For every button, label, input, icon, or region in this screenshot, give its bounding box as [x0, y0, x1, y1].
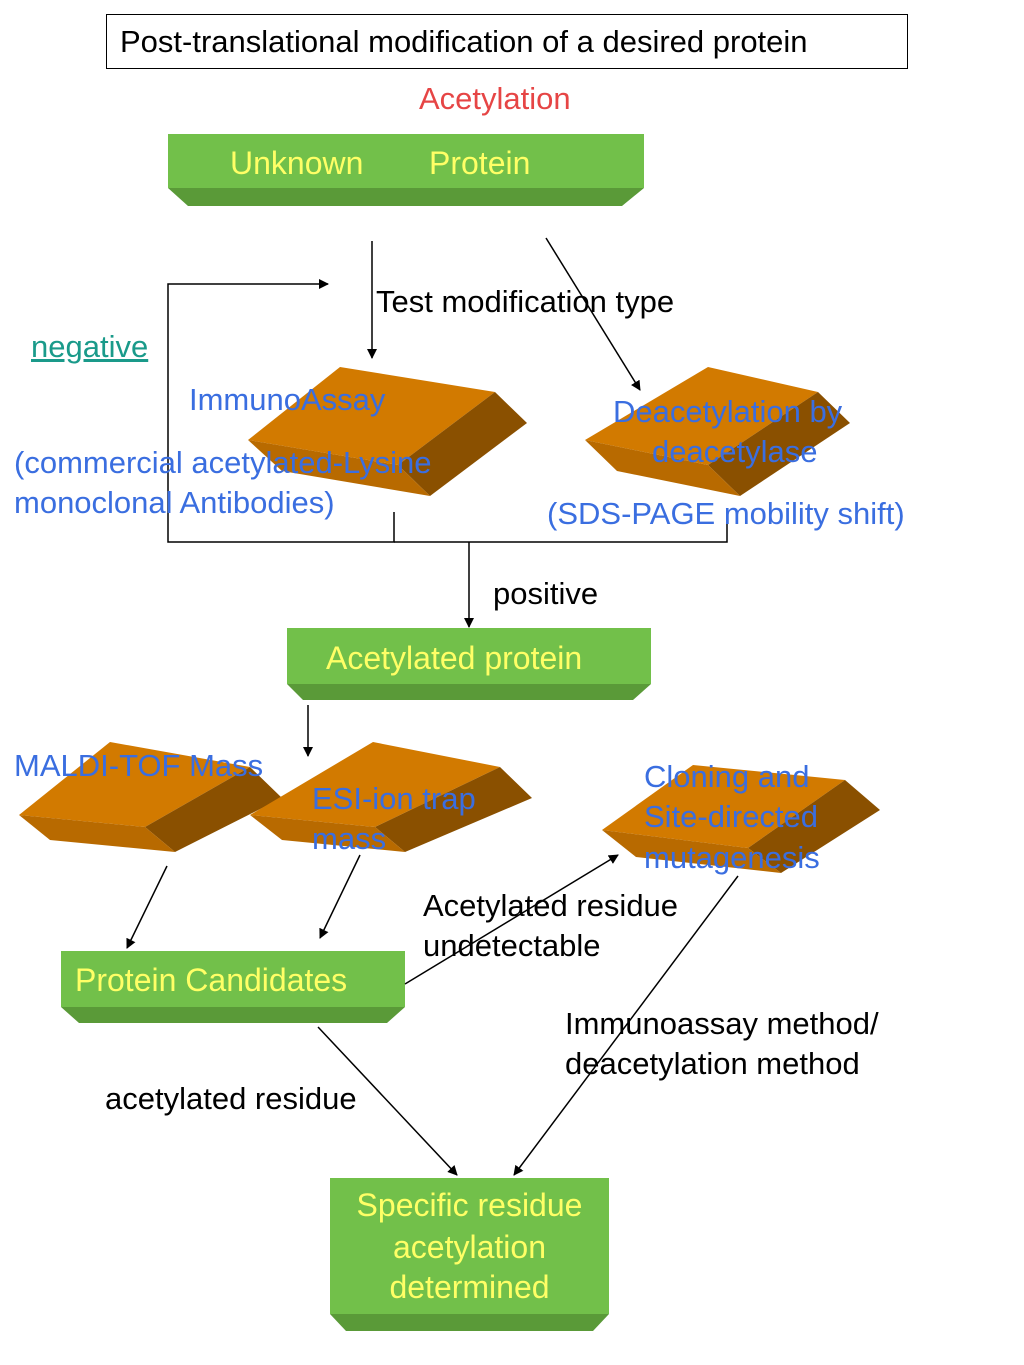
cloning-line1: Cloning and	[644, 759, 810, 794]
specific-residue-line1: Specific residue	[356, 1187, 583, 1223]
specific-residue-line3: determined	[389, 1269, 550, 1305]
merge-line	[394, 512, 728, 543]
arrow-esi-to-candidates	[319, 854, 361, 939]
unknown-protein-word2: Protein	[429, 145, 531, 181]
positive-label: positive	[493, 576, 599, 611]
title-box	[106, 14, 908, 69]
immunoassay-label: ImmunoAssay	[189, 382, 386, 417]
test-modification-label: Test modification type	[376, 284, 675, 319]
specific-residue-line2: acetylation	[393, 1229, 546, 1265]
undetectable-line1: Acetylated residue	[423, 888, 679, 923]
deacetylation-detail: (SDS-PAGE mobility shift)	[547, 496, 905, 531]
negative-feedback-line	[167, 279, 395, 543]
arrow-candidates-to-cloning	[404, 854, 619, 985]
acetylated-protein-label: Acetylated protein	[326, 640, 583, 676]
undetectable-line2: undetectable	[423, 928, 601, 963]
cloning-block	[602, 765, 880, 873]
arrow-candidates-to-specific	[317, 1026, 458, 1176]
unknown-protein-box	[168, 134, 644, 206]
method-line2: deacetylation method	[565, 1046, 860, 1081]
deacetylation-line2: deacetylase	[652, 434, 818, 469]
arrow-cloning-to-specific	[513, 875, 739, 1176]
arrow-maldi-to-candidates	[126, 865, 168, 949]
diagram-title: Post-translational modification of a des…	[120, 24, 808, 59]
unknown-protein-word1: Unknown	[230, 145, 364, 181]
specific-residue-box	[330, 1178, 609, 1331]
esi-block	[250, 742, 532, 852]
cloning-line2: Site-directed	[644, 799, 819, 834]
immunoassay-block	[248, 367, 527, 496]
esi-line1: ESI-ion trap	[312, 781, 476, 816]
esi-line2: mass	[312, 821, 387, 856]
deacetylation-line1: Deacetylation by	[613, 394, 843, 429]
immunoassay-detail-line1: (commercial acetylated-Lysine	[14, 445, 432, 480]
method-line1: Immunoassay method/	[565, 1006, 879, 1041]
maldi-block	[19, 742, 282, 852]
protein-candidates-label: Protein Candidates	[75, 962, 348, 998]
arrow-to-deacetylation	[545, 237, 641, 391]
diagram-subtitle: Acetylation	[419, 81, 571, 116]
maldi-label: MALDI-TOF Mass	[14, 748, 264, 783]
acetylated-protein-box	[287, 628, 651, 700]
deacetylation-block	[585, 367, 850, 496]
protein-candidates-box	[61, 951, 405, 1023]
acetylated-residue-label: acetylated residue	[105, 1081, 357, 1116]
immunoassay-detail-line2: monoclonal Antibodies)	[14, 485, 335, 520]
cloning-line3: mutagenesis	[644, 840, 820, 875]
negative-label: negative	[31, 329, 149, 364]
